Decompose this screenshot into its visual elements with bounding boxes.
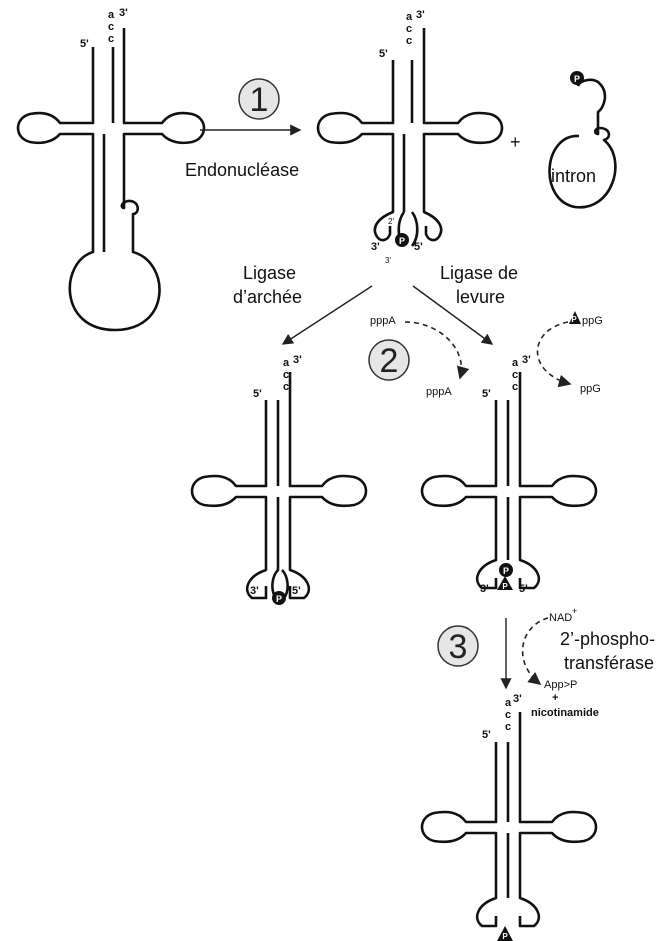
ppg-out-label: ppG <box>580 383 601 395</box>
endonuclease-label: Endonucléase <box>185 160 299 180</box>
intron-molecule <box>548 71 617 209</box>
app-p-label: App>P <box>544 679 577 691</box>
step3-number: 3 <box>449 628 468 666</box>
small-plus: + <box>552 692 558 704</box>
cleaved-3prime: 3' <box>416 9 425 21</box>
cleaved-3prime-small: 3' <box>385 256 391 265</box>
precursor-trna <box>16 28 206 332</box>
cleaved-c1: c <box>406 23 412 35</box>
archaea-c1: c <box>283 369 289 381</box>
yeast-c1: c <box>512 369 518 381</box>
pppa-dashed-arrow <box>404 321 470 380</box>
phosphotransferase-line1: 2’-phospho- <box>560 629 655 649</box>
phosphotransferase-line2: transférase <box>564 653 654 673</box>
mature-a: a <box>505 697 512 709</box>
archaea-ligase-line1: Ligase <box>243 263 296 283</box>
yeast-3prime-end: 3' <box>480 583 489 595</box>
precursor-c2: c <box>108 33 114 45</box>
intron-phosphate: P <box>574 74 580 84</box>
yeast-ligase-line1: Ligase de <box>440 263 518 283</box>
archaea-branch-arrow <box>281 285 373 345</box>
cleaved-phosphate: P <box>399 236 405 246</box>
cleaved-trna <box>316 28 504 247</box>
yeast-a: a <box>512 357 519 369</box>
mature-5prime: 5' <box>482 729 491 741</box>
archaea-a: a <box>283 357 290 369</box>
pppg-dashed-arrow <box>536 321 572 388</box>
precursor-c1: c <box>108 21 114 33</box>
mature-3prime: 3' <box>513 693 522 705</box>
nad-plus: + <box>572 606 577 616</box>
yeast-3prime: 3' <box>522 354 531 366</box>
yeast-ligase-line2: levure <box>456 287 505 307</box>
archaea-3prime-end: 3' <box>250 585 259 597</box>
pppg-phosphate: P <box>571 315 577 324</box>
plus-sign: + <box>510 132 521 152</box>
intron-label: intron <box>551 166 596 186</box>
archaea-c2: c <box>283 381 289 393</box>
step1-badge <box>238 78 280 120</box>
archaea-ligase-line2: d’archée <box>233 287 302 307</box>
archaea-5prime-end: 5' <box>292 585 301 597</box>
nicotinamide-label: nicotinamide <box>531 707 599 719</box>
mature-trna <box>420 712 598 941</box>
archaea-phosphate: P <box>276 594 282 604</box>
mature-c2: c <box>505 721 511 733</box>
cleaved-2prime: 2' <box>388 217 394 226</box>
archaea-3prime: 3' <box>293 354 302 366</box>
yeast-phosphate: P <box>503 566 509 576</box>
mature-c1: c <box>505 709 511 721</box>
step2-badge <box>368 339 410 381</box>
cleaved-5prime: 5' <box>379 48 388 60</box>
mature-phosphate: P <box>502 932 508 941</box>
precursor-5prime: 5' <box>80 38 89 50</box>
pppg-triangle <box>569 311 581 324</box>
cleaved-5prime-end: 5' <box>414 241 423 253</box>
cleaved-c2: c <box>406 35 412 47</box>
archaea-ligated-trna <box>190 372 368 605</box>
cleaved-3prime-end: 3' <box>371 241 380 253</box>
nad-dashed-arrow <box>521 617 549 685</box>
yeast-5prime: 5' <box>482 388 491 400</box>
nad-label: NAD <box>549 612 572 624</box>
pppa-label: pppA <box>370 315 396 327</box>
yeast-ligated-trna <box>420 372 598 590</box>
step2-number: 2 <box>380 342 399 380</box>
pppg-label: ppG <box>582 315 603 327</box>
pppa-out-label: pppA <box>426 386 452 398</box>
precursor-a: a <box>108 9 115 21</box>
step3-badge <box>437 625 479 667</box>
step1-number: 1 <box>250 81 269 119</box>
precursor-3prime: 3' <box>119 7 128 19</box>
yeast-c2: c <box>512 381 518 393</box>
archaea-5prime: 5' <box>253 388 262 400</box>
yeast-2prime-phosphate: P <box>502 582 508 591</box>
cleaved-a: a <box>406 11 413 23</box>
yeast-branch-arrow <box>412 285 494 345</box>
yeast-5prime-end: 5' <box>519 583 528 595</box>
